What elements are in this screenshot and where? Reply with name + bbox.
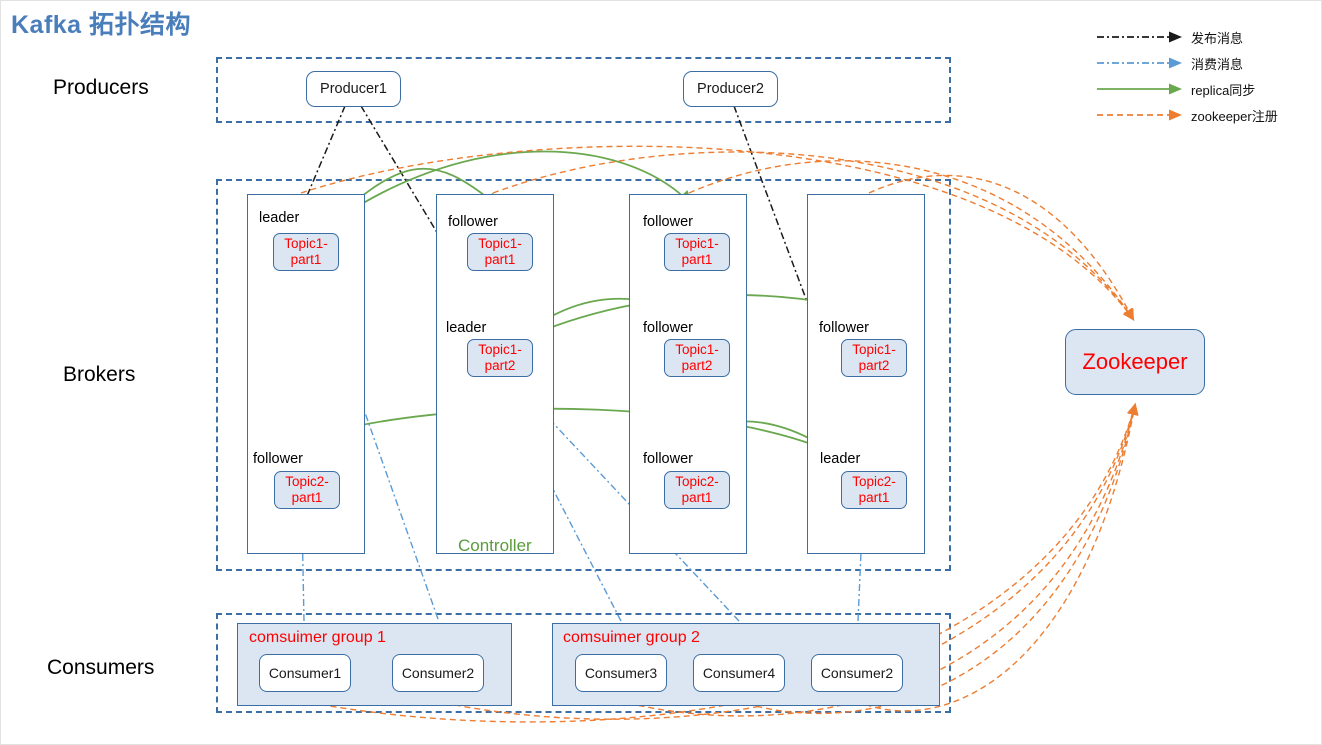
producers-band xyxy=(216,57,951,123)
page-title: Kafka 拓扑结构 xyxy=(11,11,192,39)
broker-3-role-0: follower xyxy=(643,214,693,230)
legend-swatch-publish xyxy=(1097,30,1183,44)
section-label-producers: Producers xyxy=(53,76,149,99)
broker-1-role-2: follower xyxy=(253,451,303,467)
broker-3-partition-1[interactable]: Topic1- part2 xyxy=(664,339,730,377)
broker-2-role-1: leader xyxy=(446,320,487,336)
broker-3-role-2: follower xyxy=(643,451,693,467)
consumer-node-1-2[interactable]: Consumer2 xyxy=(392,654,484,692)
broker-4-partition-1[interactable]: Topic1- part2 xyxy=(841,339,907,377)
legend-row-replica: replica同步 xyxy=(1097,79,1278,99)
legend: 发布消息 消费消息 replica同步 xyxy=(1097,27,1278,131)
broker-3-partition-2[interactable]: Topic2- part1 xyxy=(664,471,730,509)
broker-4-role-1: follower xyxy=(819,320,869,336)
section-label-brokers: Brokers xyxy=(63,363,136,386)
broker-2-role-0: follower xyxy=(448,214,498,230)
producer-node-2[interactable]: Producer2 xyxy=(683,71,778,107)
broker-4-role-2: leader xyxy=(820,451,861,467)
zookeeper-node[interactable]: Zookeeper xyxy=(1065,329,1205,395)
broker-3-partition-0[interactable]: Topic1- part1 xyxy=(664,233,730,271)
consumer-node-2-1[interactable]: Consumer3 xyxy=(575,654,667,692)
consumer-node-2-3[interactable]: Consumer2 xyxy=(811,654,903,692)
broker-1-partition-2[interactable]: Topic2- part1 xyxy=(274,471,340,509)
section-label-consumers: Consumers xyxy=(47,656,155,679)
legend-label-replica: replica同步 xyxy=(1191,82,1256,98)
legend-row-zookeeper: zookeeper注册 xyxy=(1097,105,1278,125)
legend-row-publish: 发布消息 xyxy=(1097,27,1278,47)
broker-1-partition-0[interactable]: Topic1- part1 xyxy=(273,233,339,271)
legend-swatch-zookeeper xyxy=(1097,108,1183,122)
broker-4-partition-2[interactable]: Topic2- part1 xyxy=(841,471,907,509)
legend-swatch-replica xyxy=(1097,82,1183,96)
broker-2-partition-0[interactable]: Topic1- part1 xyxy=(467,233,533,271)
broker-2-partition-1[interactable]: Topic1- part2 xyxy=(467,339,533,377)
broker-1-role-0: leader xyxy=(259,210,300,226)
broker-3-role-1: follower xyxy=(643,320,693,336)
consumer-group-title-1: comsuimer group 1 xyxy=(249,629,386,646)
producer-node-1[interactable]: Producer1 xyxy=(306,71,401,107)
legend-row-consume: 消费消息 xyxy=(1097,53,1278,73)
consumer-node-1-1[interactable]: Consumer1 xyxy=(259,654,351,692)
controller-label: Controller xyxy=(458,536,532,555)
legend-label-consume: 消费消息 xyxy=(1191,56,1244,72)
legend-swatch-consume xyxy=(1097,56,1183,70)
legend-label-zookeeper: zookeeper注册 xyxy=(1191,108,1278,124)
consumer-node-2-2[interactable]: Consumer4 xyxy=(693,654,785,692)
consumer-group-title-2: comsuimer group 2 xyxy=(563,629,700,646)
legend-label-publish: 发布消息 xyxy=(1191,30,1244,46)
